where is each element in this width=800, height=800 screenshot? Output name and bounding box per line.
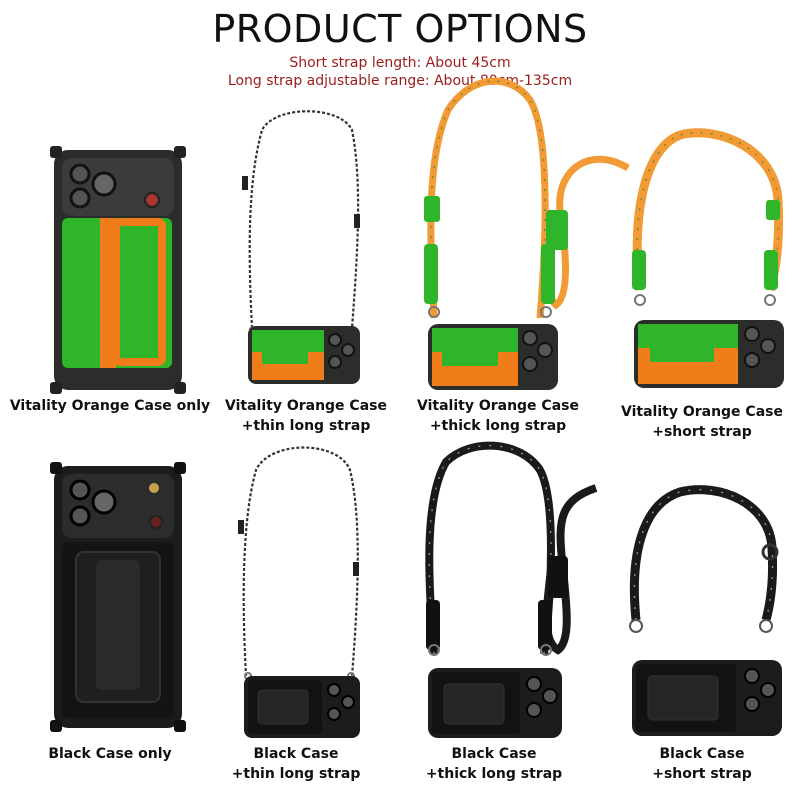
- option-label: Vitality Orange Case +short strap: [621, 404, 783, 440]
- option-label: Black Case +thick long strap: [425, 746, 563, 782]
- phone-case-vitality-large: [50, 146, 186, 394]
- option-label: Vitality Orange Case +thin long strap: [225, 398, 387, 434]
- option-label: Black Case +thin long strap: [231, 746, 361, 782]
- page-title: PRODUCT OPTIONS: [212, 7, 588, 51]
- option-label: Vitality Orange Case only: [9, 398, 211, 414]
- option-label: Vitality Orange Case +thick long strap: [417, 398, 579, 434]
- option-label: Black Case only: [48, 746, 172, 762]
- option-label: Black Case +short strap: [652, 746, 752, 782]
- short-strap-note: Short strap length: About 45cm: [289, 55, 511, 71]
